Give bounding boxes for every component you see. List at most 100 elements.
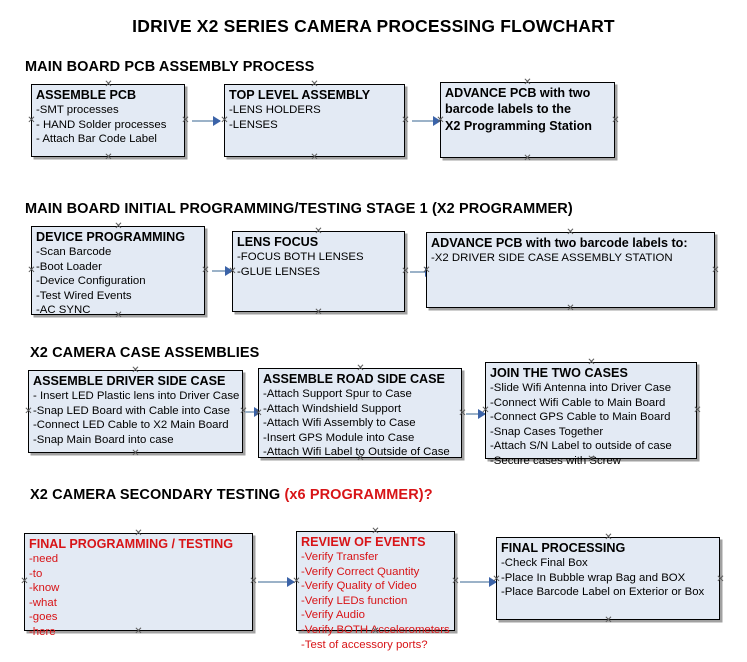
connector-handle-left[interactable]	[422, 266, 431, 275]
process-box-line: -Verify Audio	[301, 609, 365, 622]
connector-handle-right[interactable]	[693, 406, 702, 415]
process-box-title: JOIN THE TWO CASES	[490, 366, 628, 380]
connector-handle-left[interactable]	[292, 577, 301, 586]
connector-handle-bottom[interactable]	[587, 455, 596, 464]
process-box-body: TOP LEVEL ASSEMBLY -LENS HOLDERS -LENSES	[225, 85, 404, 132]
process-box-title: ADVANCE PCB with two	[445, 86, 591, 100]
connector-handle-left[interactable]	[24, 407, 33, 416]
section-heading-text: X2 CAMERA SECONDARY TESTING	[30, 487, 285, 503]
connector-handle-left[interactable]	[220, 116, 229, 125]
connector-handle-right[interactable]	[201, 266, 210, 275]
process-box-line: -know	[29, 582, 60, 595]
process-box-advance-pcb-programming-station[interactable]: ADVANCE PCB with two barcode labels to t…	[440, 82, 615, 158]
process-box-join-the-two-cases[interactable]: JOIN THE TWO CASES -Slide Wifi Antenna i…	[485, 362, 697, 467]
connector-handle-top[interactable]	[604, 533, 613, 542]
connector-handle-top[interactable]	[371, 527, 380, 536]
process-box-title: ASSEMBLE PCB	[36, 88, 137, 102]
process-box-line: -Attach Windshield Support	[263, 402, 402, 415]
connector-handle-left[interactable]	[481, 406, 490, 415]
connector-handle-bottom[interactable]	[104, 153, 113, 162]
process-box-line: -here	[29, 625, 56, 638]
connector-handle-bottom[interactable]	[310, 153, 319, 162]
process-box-lens-focus[interactable]: LENS FOCUS -FOCUS BOTH LENSES -GLUE LENS…	[232, 231, 405, 312]
process-box-review-of-events[interactable]: REVIEW OF EVENTS -Verify Transfer -Verif…	[296, 531, 455, 651]
connector-handle-right[interactable]	[181, 116, 190, 125]
process-box-line: -what	[29, 596, 57, 609]
process-box-device-programming[interactable]: DEVICE PROGRAMMING -Scan Barcode -Boot L…	[31, 226, 205, 316]
section-heading-x2-camera-case-assemblies: X2 CAMERA CASE ASSEMBLIES	[30, 345, 259, 361]
connector-handle-top[interactable]	[131, 366, 140, 375]
process-box-title: FINAL PROGRAMMING / TESTING	[29, 537, 234, 551]
process-box-title: ASSEMBLE DRIVER SIDE CASE	[33, 374, 226, 388]
connector-handle-left[interactable]	[27, 266, 36, 275]
connector-handle-bottom[interactable]	[356, 454, 365, 463]
process-box-line: -LENSES	[229, 118, 278, 131]
connector-handle-bottom[interactable]	[604, 616, 613, 625]
connector-handle-right[interactable]	[401, 267, 410, 276]
connector-handle-right[interactable]	[249, 577, 258, 586]
connector-handle-left[interactable]	[228, 267, 237, 276]
process-box-line: X2 Programming Station	[445, 118, 592, 133]
process-box-line: -Boot Loader	[36, 260, 102, 273]
connector-handle-right[interactable]	[451, 577, 460, 586]
connector-handle-left[interactable]	[254, 409, 263, 418]
connector-handle-left[interactable]	[436, 116, 445, 125]
process-box-line: -Attach Wifi Assembly to Case	[263, 417, 416, 430]
process-box-line: -Snap Cases Together	[490, 425, 604, 438]
process-box-assemble-driver-side-case[interactable]: ASSEMBLE DRIVER SIDE CASE - Insert LED P…	[28, 370, 243, 453]
connector-handle-bottom[interactable]	[114, 311, 123, 320]
connector-handle-top[interactable]	[523, 78, 532, 87]
process-box-body: ASSEMBLE PCB -SMT processes - HAND Solde…	[32, 85, 184, 147]
connector-handle-right[interactable]	[711, 266, 720, 275]
section-heading-x2-camera-secondary-testing: X2 CAMERA SECONDARY TESTING (x6 PROGRAMM…	[30, 487, 433, 503]
connector-handle-top[interactable]	[310, 80, 319, 89]
connector-handle-right[interactable]	[611, 116, 620, 125]
connector-handle-left[interactable]	[27, 116, 36, 125]
connector-handle-right[interactable]	[401, 116, 410, 125]
connector-handle-left[interactable]	[492, 575, 501, 584]
process-box-line: -FOCUS BOTH LENSES	[237, 251, 364, 263]
process-box-line: -GLUE LENSES	[237, 265, 320, 278]
process-box-final-processing[interactable]: FINAL PROCESSING -Check Final Box -Place…	[496, 537, 720, 620]
process-box-line: -Attach Support Spur to Case	[263, 388, 412, 400]
connector-handle-bottom[interactable]	[314, 308, 323, 317]
connector-handle-top[interactable]	[314, 227, 323, 236]
connector-handle-left[interactable]	[20, 577, 29, 586]
process-box-body: ASSEMBLE ROAD SIDE CASE -Attach Support …	[259, 369, 461, 460]
connector-handle-bottom[interactable]	[131, 449, 140, 458]
connector-handle-bottom[interactable]	[566, 304, 575, 313]
connector-handle-bottom[interactable]	[523, 154, 532, 163]
process-box-assemble-pcb[interactable]: ASSEMBLE PCB -SMT processes - HAND Solde…	[31, 84, 185, 157]
process-box-line: - Insert LED Plastic lens into Driver Ca…	[33, 390, 240, 402]
connector-handle-bottom[interactable]	[134, 627, 143, 636]
process-box-title: TOP LEVEL ASSEMBLY	[229, 88, 371, 102]
process-box-final-programming-testing[interactable]: FINAL PROGRAMMING / TESTING -need -to -k…	[24, 533, 253, 638]
process-box-assemble-road-side-case[interactable]: ASSEMBLE ROAD SIDE CASE -Attach Support …	[258, 368, 462, 458]
process-box-title: ASSEMBLE ROAD SIDE CASE	[263, 372, 445, 386]
process-box-line: -Insert GPS Module into Case	[263, 431, 415, 444]
process-box-top-level-assembly[interactable]: TOP LEVEL ASSEMBLY -LENS HOLDERS -LENSES	[224, 84, 405, 157]
connector-handle-top[interactable]	[566, 228, 575, 237]
connector-handle-right[interactable]	[716, 575, 725, 584]
section-heading-accent: (x6 PROGRAMMER)?	[284, 487, 433, 503]
page-title: IDRIVE X2 SERIES CAMERA PROCESSING FLOWC…	[132, 16, 615, 36]
connector-handle-top[interactable]	[134, 529, 143, 538]
section-heading-text: X2 CAMERA CASE ASSEMBLIES	[30, 345, 260, 361]
process-box-line: -Verify Quality of Video	[301, 580, 417, 593]
process-box-title: LENS FOCUS	[237, 235, 319, 249]
connector-handle-bottom[interactable]	[371, 627, 380, 636]
process-box-line: -Connect GPS Cable to Main Board	[490, 411, 671, 424]
process-box-title: FINAL PROCESSING	[501, 541, 626, 555]
process-box-line: -Test Wired Events	[36, 289, 132, 302]
process-box-line: -Slide Wifi Antenna into Driver Case	[490, 382, 672, 394]
connector-handle-top[interactable]	[114, 222, 123, 231]
connector-handle-top[interactable]	[104, 80, 113, 89]
process-box-line: -Place In Bubble wrap Bag and BOX	[501, 571, 686, 584]
process-box-advance-pcb-driver-side-station[interactable]: ADVANCE PCB with two barcode labels to: …	[426, 232, 715, 308]
connector-handle-top[interactable]	[587, 358, 596, 367]
process-box-body: ASSEMBLE DRIVER SIDE CASE - Insert LED P…	[29, 371, 242, 447]
connector-handle-top[interactable]	[356, 364, 365, 373]
process-box-line: -Scan Barcode	[36, 246, 112, 258]
process-box-title: ADVANCE PCB with two barcode labels to:	[431, 236, 688, 250]
section-heading-text: MAIN BOARD PCB ASSEMBLY PROCESS	[25, 59, 315, 75]
